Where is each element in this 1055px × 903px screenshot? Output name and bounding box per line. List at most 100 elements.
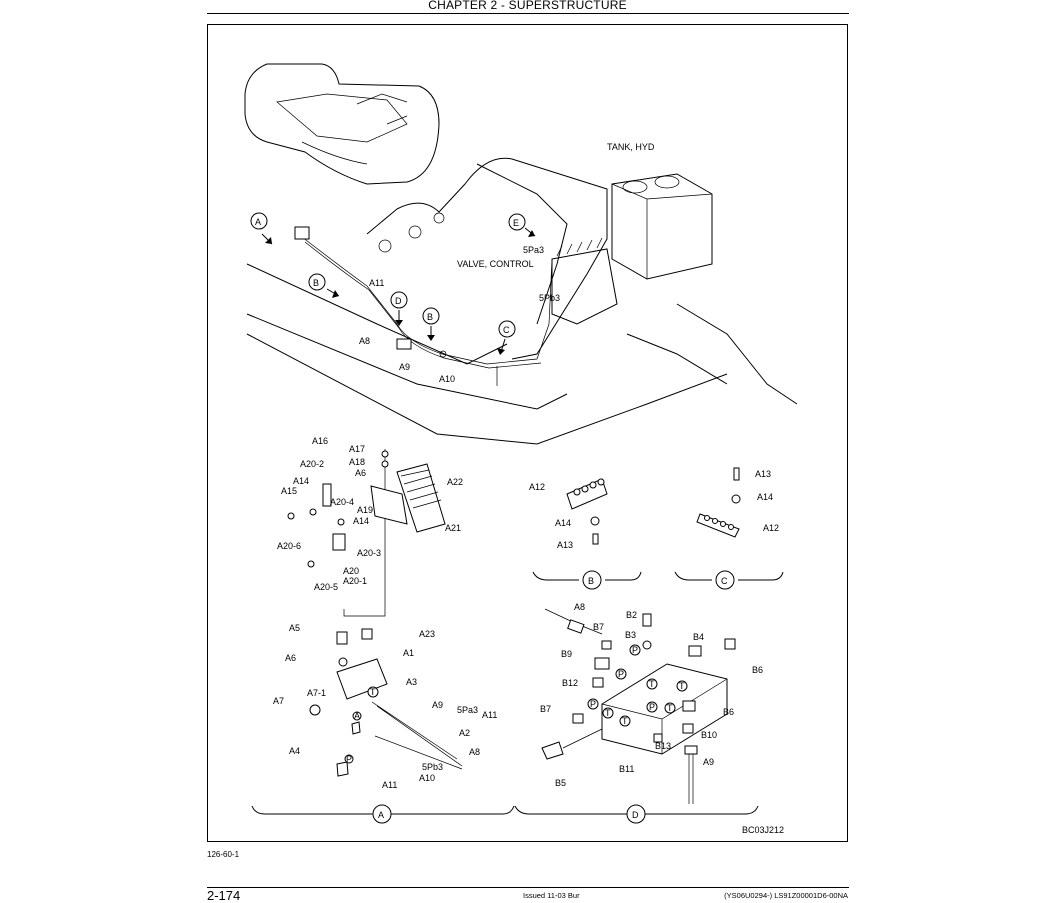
svg-text:B10: B10 xyxy=(701,730,717,740)
svg-text:T: T xyxy=(370,687,376,697)
svg-text:A14: A14 xyxy=(555,518,571,528)
svg-text:A2: A2 xyxy=(459,728,470,738)
svg-text:B11: B11 xyxy=(619,764,634,774)
svg-text:B: B xyxy=(313,278,319,288)
svg-text:D: D xyxy=(632,810,639,820)
svg-text:B: B xyxy=(427,312,433,322)
svg-text:A8: A8 xyxy=(574,602,585,612)
svg-text:T: T xyxy=(622,716,628,726)
svg-text:A11: A11 xyxy=(382,780,397,790)
svg-text:A: A xyxy=(255,217,261,227)
svg-text:A17: A17 xyxy=(349,444,365,454)
chapter-title: CHAPTER 2 - SUPERSTRUCTURE xyxy=(428,0,627,12)
svg-text:BC03J212: BC03J212 xyxy=(742,825,784,835)
svg-text:B9: B9 xyxy=(561,649,572,659)
svg-text:A15: A15 xyxy=(281,486,297,496)
svg-text:A20-4: A20-4 xyxy=(330,497,354,507)
svg-text:A20-5: A20-5 xyxy=(314,582,338,592)
svg-text:A8: A8 xyxy=(469,747,480,757)
svg-text:P: P xyxy=(346,754,352,764)
svg-text:5Pb3: 5Pb3 xyxy=(539,293,560,303)
svg-text:A1: A1 xyxy=(403,648,414,658)
svg-text:5Pa3: 5Pa3 xyxy=(457,705,478,715)
machine-overview xyxy=(244,63,798,445)
svg-text:A4: A4 xyxy=(289,746,300,756)
svg-text:5Pa3: 5Pa3 xyxy=(523,245,544,255)
svg-text:A7: A7 xyxy=(273,696,284,706)
svg-text:P: P xyxy=(590,699,596,709)
svg-text:B2: B2 xyxy=(626,610,637,620)
svg-text:B: B xyxy=(588,576,594,586)
view-d-manifold: P P T T P T T P T D xyxy=(514,608,759,824)
svg-text:B5: B5 xyxy=(555,778,566,788)
exploded-parts-diagram: A B D B C E TANK, HYD VALVE, CONTROL 5Pa… xyxy=(244,63,798,835)
svg-text:P: P xyxy=(632,645,638,655)
svg-text:A20-6: A20-6 xyxy=(277,541,301,551)
svg-text:B7: B7 xyxy=(540,704,551,714)
svg-text:A14: A14 xyxy=(293,476,309,486)
svg-text:B3: B3 xyxy=(625,630,636,640)
pedal-assembly: T A P xyxy=(287,449,463,777)
svg-text:A13: A13 xyxy=(755,469,771,479)
svg-text:A9: A9 xyxy=(432,700,443,710)
svg-text:B13: B13 xyxy=(655,741,671,751)
svg-text:D: D xyxy=(395,296,402,306)
issued-date: Issued 11-03 Bur xyxy=(523,891,580,900)
svg-text:A6: A6 xyxy=(355,468,366,478)
svg-text:A3: A3 xyxy=(406,677,417,687)
svg-text:A14: A14 xyxy=(757,492,773,502)
svg-text:B7: B7 xyxy=(593,622,604,632)
svg-text:A19: A19 xyxy=(357,505,373,515)
svg-text:A9: A9 xyxy=(399,362,410,372)
svg-text:A23: A23 xyxy=(419,629,435,639)
document-id: (YS06U0294-) LS91Z00001D6-00NA xyxy=(724,891,848,900)
svg-text:A6: A6 xyxy=(285,653,296,663)
page-number: 2-174 xyxy=(207,888,241,903)
svg-text:B6: B6 xyxy=(723,707,734,717)
svg-text:A20-1: A20-1 xyxy=(343,576,367,586)
svg-text:A11: A11 xyxy=(482,710,497,720)
view-b-clip: B xyxy=(532,478,642,590)
svg-text:A: A xyxy=(354,711,360,721)
svg-text:5Pb3: 5Pb3 xyxy=(422,762,443,772)
svg-text:A20: A20 xyxy=(343,566,359,576)
svg-text:E: E xyxy=(513,218,519,228)
view-c-clip: C xyxy=(674,467,784,590)
svg-text:A13: A13 xyxy=(557,540,573,550)
footer-rule xyxy=(207,887,849,888)
svg-text:P: P xyxy=(649,702,655,712)
svg-text:A22: A22 xyxy=(447,477,463,487)
svg-text:A5: A5 xyxy=(289,623,300,633)
svg-text:A18: A18 xyxy=(349,457,365,467)
figure-frame xyxy=(207,24,848,842)
svg-text:A: A xyxy=(378,810,384,820)
svg-text:T: T xyxy=(667,703,673,713)
svg-text:C: C xyxy=(721,576,728,586)
svg-text:T: T xyxy=(605,708,611,718)
svg-text:A12: A12 xyxy=(763,523,779,533)
svg-text:A10: A10 xyxy=(439,374,455,384)
svg-text:A14: A14 xyxy=(353,516,369,526)
svg-text:A8: A8 xyxy=(359,336,370,346)
svg-text:A21: A21 xyxy=(445,523,461,533)
svg-text:A9: A9 xyxy=(703,757,714,767)
svg-text:T: T xyxy=(649,679,655,689)
svg-text:A16: A16 xyxy=(312,436,328,446)
svg-text:C: C xyxy=(503,325,510,335)
view-a-bracket: A xyxy=(251,804,515,824)
svg-text:VALVE, CONTROL: VALVE, CONTROL xyxy=(457,259,534,269)
svg-text:B4: B4 xyxy=(693,632,704,642)
svg-text:A7-1: A7-1 xyxy=(307,688,326,698)
figure-id: 126-60-1 xyxy=(207,850,240,859)
svg-text:A20-2: A20-2 xyxy=(300,459,324,469)
overview-callouts: A B D B C E xyxy=(250,212,536,355)
svg-text:A20-3: A20-3 xyxy=(357,548,381,558)
svg-text:B6: B6 xyxy=(752,665,763,675)
svg-text:A12: A12 xyxy=(529,482,545,492)
svg-text:A11: A11 xyxy=(369,278,384,288)
svg-text:B12: B12 xyxy=(562,678,578,688)
svg-text:TANK, HYD: TANK, HYD xyxy=(607,142,655,152)
svg-text:A10: A10 xyxy=(419,773,435,783)
svg-text:P: P xyxy=(618,669,624,679)
header-rule xyxy=(207,13,849,14)
